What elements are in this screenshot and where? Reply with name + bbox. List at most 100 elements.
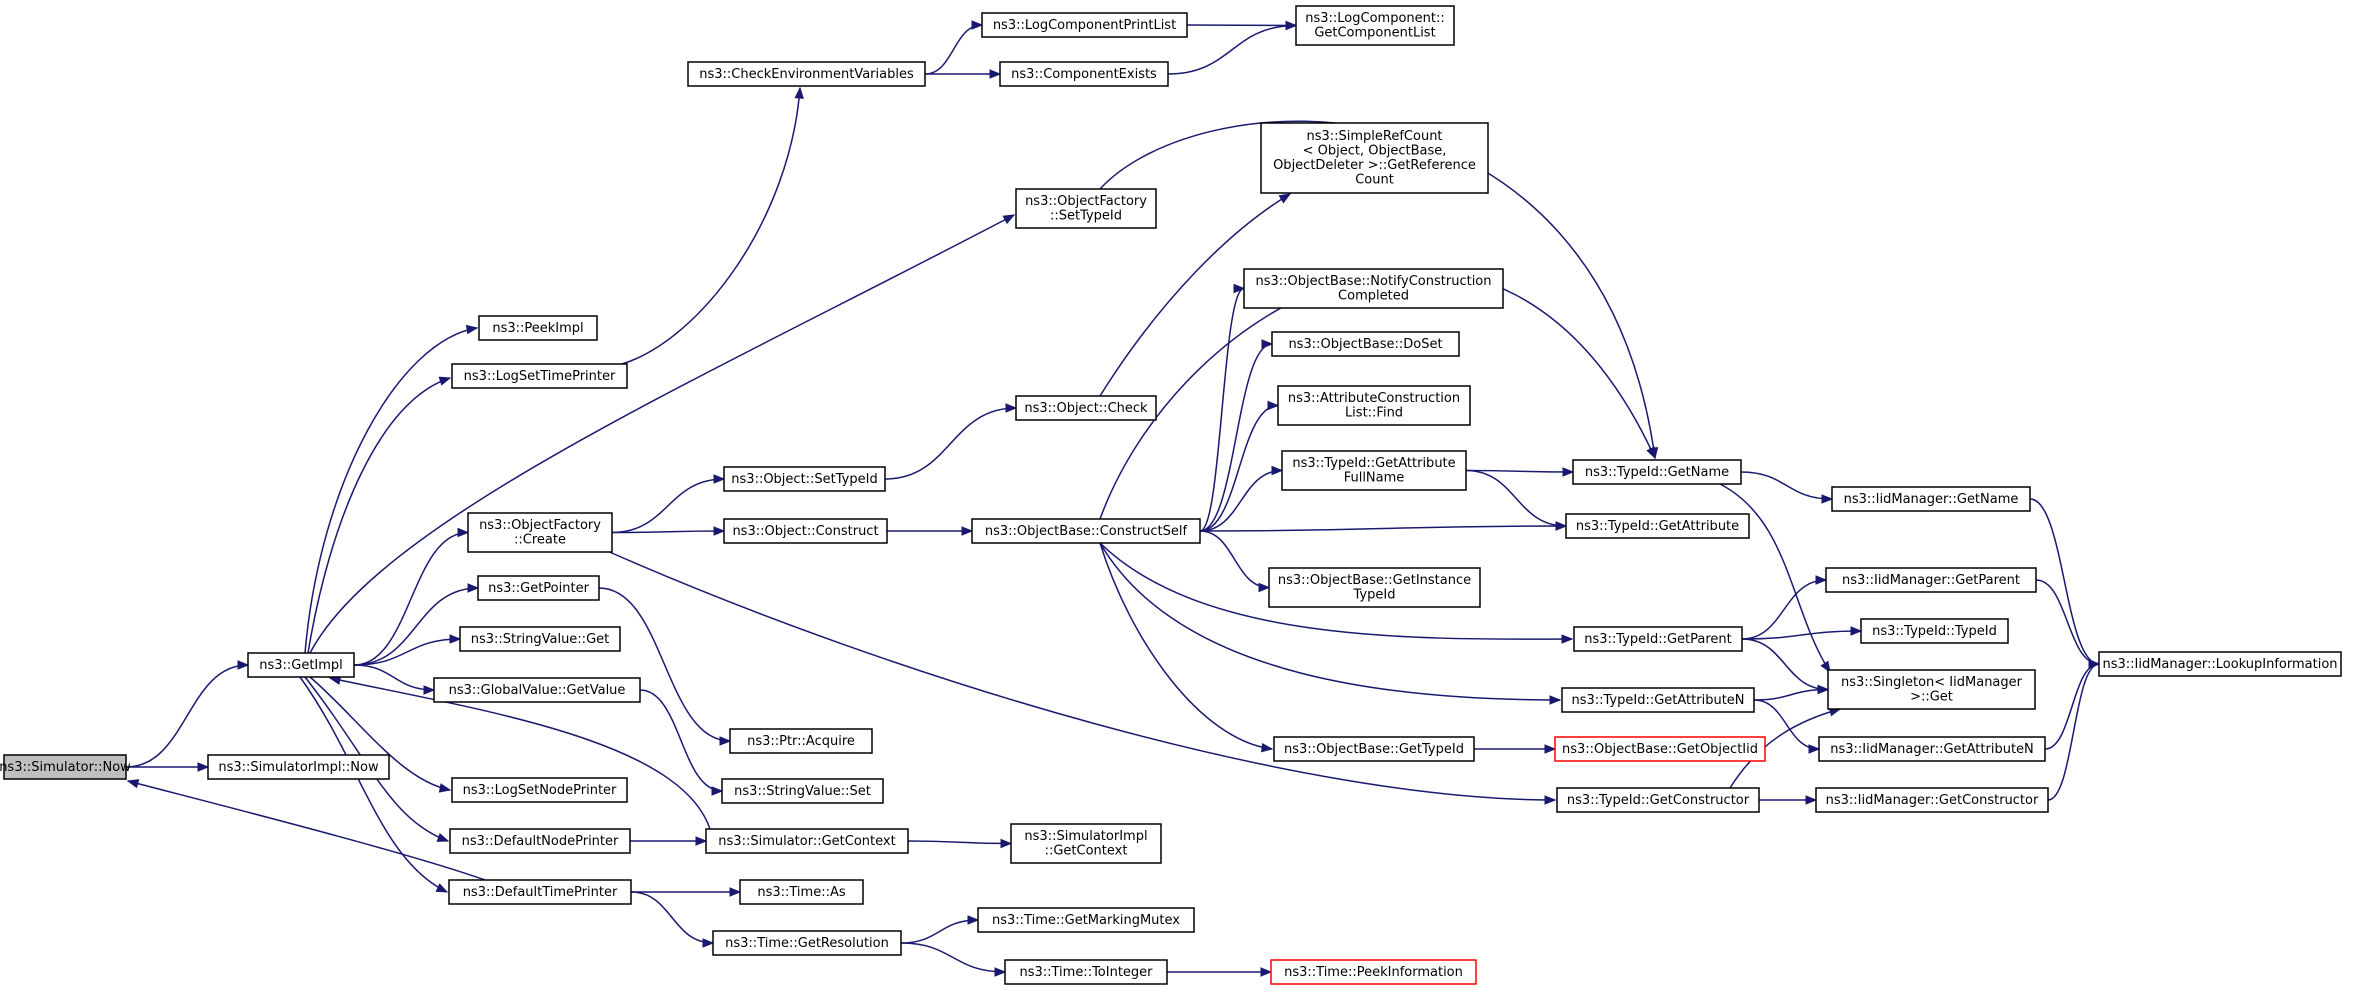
edge-arrowhead — [237, 660, 250, 670]
node-box — [1270, 959, 1477, 985]
edge-arrowhead — [465, 324, 479, 335]
node-label: ::Create — [514, 533, 566, 548]
edge-line — [630, 891, 714, 944]
node-label: >::Get — [1910, 690, 1953, 705]
edge-line — [1719, 483, 1831, 673]
call-edge-objconstruct-to-obconstructself — [887, 526, 974, 536]
edge-line — [1465, 469, 1574, 473]
edge-arrowhead — [1000, 838, 1013, 849]
edge-arrowhead — [1646, 446, 1656, 460]
edge-line — [1099, 193, 1291, 397]
node-tidgetparent[interactable]: ns3::TypeId::GetParent — [1573, 626, 1743, 652]
edge-arrowhead — [794, 86, 804, 99]
node-getpointer[interactable]: ns3::GetPointer — [477, 575, 600, 601]
node-label: ns3::Simulator::GetContext — [718, 834, 895, 849]
node-gvgetvalue[interactable]: ns3::GlobalValue::GetValue — [433, 677, 641, 703]
node-box — [1827, 669, 2036, 710]
node-deftp[interactable]: ns3::DefaultTimePrinter — [448, 879, 632, 905]
node-label: ns3::Time::PeekInformation — [1284, 965, 1463, 980]
node-ptracquire[interactable]: ns3::Ptr::Acquire — [729, 728, 873, 754]
node-logsettp[interactable]: ns3::LogSetTimePrinter — [451, 363, 628, 389]
node-label: TypeId — [1353, 588, 1396, 603]
node-tidgetattr[interactable]: ns3::TypeId::GetAttribute — [1565, 513, 1750, 539]
edge-line — [1729, 708, 1841, 789]
node-label: ns3::LogComponent:: — [1305, 11, 1445, 26]
node-implnow[interactable]: ns3::SimulatorImpl::Now — [207, 754, 390, 780]
node-box — [712, 930, 902, 956]
node-box — [1554, 736, 1766, 762]
node-label: Count — [1355, 173, 1394, 188]
edge-line — [1740, 471, 1833, 500]
node-logcpl[interactable]: ns3::LogComponentPrintList — [981, 12, 1188, 38]
node-simplerefcount[interactable]: ns3::SimpleRefCount< Object, ObjectBase,… — [1260, 122, 1489, 194]
call-edge-now-to-implnow — [125, 762, 210, 772]
node-objcheck[interactable]: ns3::Object::Check — [1015, 395, 1157, 421]
node-timegetres[interactable]: ns3::Time::GetResolution — [712, 930, 902, 956]
node-tidtypeid[interactable]: ns3::TypeId::TypeId — [1860, 618, 2009, 644]
node-ofsettid[interactable]: ns3::ObjectFactory::SetTypeId — [1015, 188, 1157, 229]
node-getcomplist[interactable]: ns3::LogComponent::GetComponentList — [1295, 5, 1455, 46]
call-edge-obconstructself-to-tidgetattrfull — [1199, 465, 1284, 532]
edge-line — [604, 549, 1556, 801]
node-defnp[interactable]: ns3::DefaultNodePrinter — [449, 828, 631, 854]
edge-line — [1167, 24, 1297, 75]
edge-arrowhead — [1561, 634, 1574, 644]
node-tidgetname[interactable]: ns3::TypeId::GetName — [1572, 459, 1742, 485]
call-edge-checkenv-to-compexists — [925, 69, 1002, 79]
node-timetoint[interactable]: ns3::Time::ToInteger — [1004, 959, 1168, 985]
node-ofcreate[interactable]: ns3::ObjectFactory::Create — [467, 512, 613, 553]
call-edge-tidgetctor-to-iidgetctor — [1759, 795, 1818, 805]
node-label: ns3::GetPointer — [488, 581, 589, 596]
node-obdoset[interactable]: ns3::ObjectBase::DoSet — [1271, 331, 1460, 357]
node-implgetctx[interactable]: ns3::SimulatorImpl::GetContext — [1010, 823, 1162, 864]
node-iidgetparent[interactable]: ns3::IidManager::GetParent — [1825, 567, 2037, 593]
node-tidgetattrn[interactable]: ns3::TypeId::GetAttributeN — [1561, 687, 1755, 713]
call-edge-deftp-to-timeas — [630, 887, 742, 897]
call-edge-getimpl-to-ofsettid — [309, 214, 1016, 654]
node-checkenv[interactable]: ns3::CheckEnvironmentVariables — [687, 61, 926, 87]
node-objconstruct[interactable]: ns3::Object::Construct — [723, 518, 888, 544]
node-iidlookup[interactable]: ns3::IidManager::LookupInformation — [2098, 651, 2342, 677]
node-compexists[interactable]: ns3::ComponentExists — [999, 61, 1169, 87]
node-label: ns3::ObjectBase::DoSet — [1288, 337, 1442, 352]
node-obconstructself[interactable]: ns3::ObjectBase::ConstructSelf — [971, 518, 1201, 544]
node-getimpl[interactable]: ns3::GetImpl — [247, 652, 355, 678]
node-label: ns3::Time::ToInteger — [1019, 965, 1153, 980]
edge-arrowhead — [449, 634, 462, 644]
node-obgettid[interactable]: ns3::ObjectBase::GetTypeId — [1273, 736, 1475, 762]
node-strvalget[interactable]: ns3::StringValue::Get — [459, 626, 621, 652]
node-box — [477, 575, 600, 601]
node-box — [1572, 459, 1742, 485]
node-timegmm[interactable]: ns3::Time::GetMarkingMutex — [977, 907, 1195, 933]
node-iidgetattrn[interactable]: ns3::IidManager::GetAttributeN — [1818, 736, 2046, 762]
edge-line — [1741, 579, 1827, 640]
node-iidgetname[interactable]: ns3::IidManager::GetName — [1831, 486, 2031, 512]
node-box — [721, 778, 884, 804]
call-edge-getimpl-to-gvgetvalue — [353, 664, 436, 695]
node-tidgetctor[interactable]: ns3::TypeId::GetConstructor — [1556, 787, 1760, 813]
edge-arrowhead — [457, 527, 470, 538]
edge-line — [907, 840, 1012, 845]
edge-arrowhead — [1278, 193, 1292, 204]
node-box — [449, 828, 631, 854]
edge-line — [304, 327, 478, 654]
edge-line — [621, 87, 801, 365]
edge-arrowhead — [1005, 403, 1018, 413]
node-simgetctx[interactable]: ns3::Simulator::GetContext — [705, 828, 909, 854]
node-peekimpl[interactable]: ns3::PeekImpl — [478, 315, 598, 341]
node-singletonget[interactable]: ns3::Singleton< IidManager>::Get — [1827, 669, 2036, 710]
node-logsetnp[interactable]: ns3::LogSetNodePrinter — [451, 777, 628, 803]
node-timeas[interactable]: ns3::Time::As — [739, 879, 864, 905]
call-edges — [125, 20, 2101, 977]
node-timepeekinfo[interactable]: ns3::Time::PeekInformation — [1270, 959, 1477, 985]
node-now[interactable]: ns3::Simulator::Now — [0, 754, 131, 780]
node-iidgetctor[interactable]: ns3::IidManager::GetConstructor — [1815, 787, 2049, 813]
node-strvalset[interactable]: ns3::StringValue::Set — [721, 778, 884, 804]
call-edge-objcheck-to-simplerefcount — [1099, 193, 1292, 397]
node-objsettid[interactable]: ns3::Object::SetTypeId — [723, 466, 886, 492]
node-obnotify[interactable]: ns3::ObjectBase::NotifyConstructionCompl… — [1243, 268, 1504, 309]
node-obgetobjectiid[interactable]: ns3::ObjectBase::GetObjectIid — [1554, 736, 1766, 762]
